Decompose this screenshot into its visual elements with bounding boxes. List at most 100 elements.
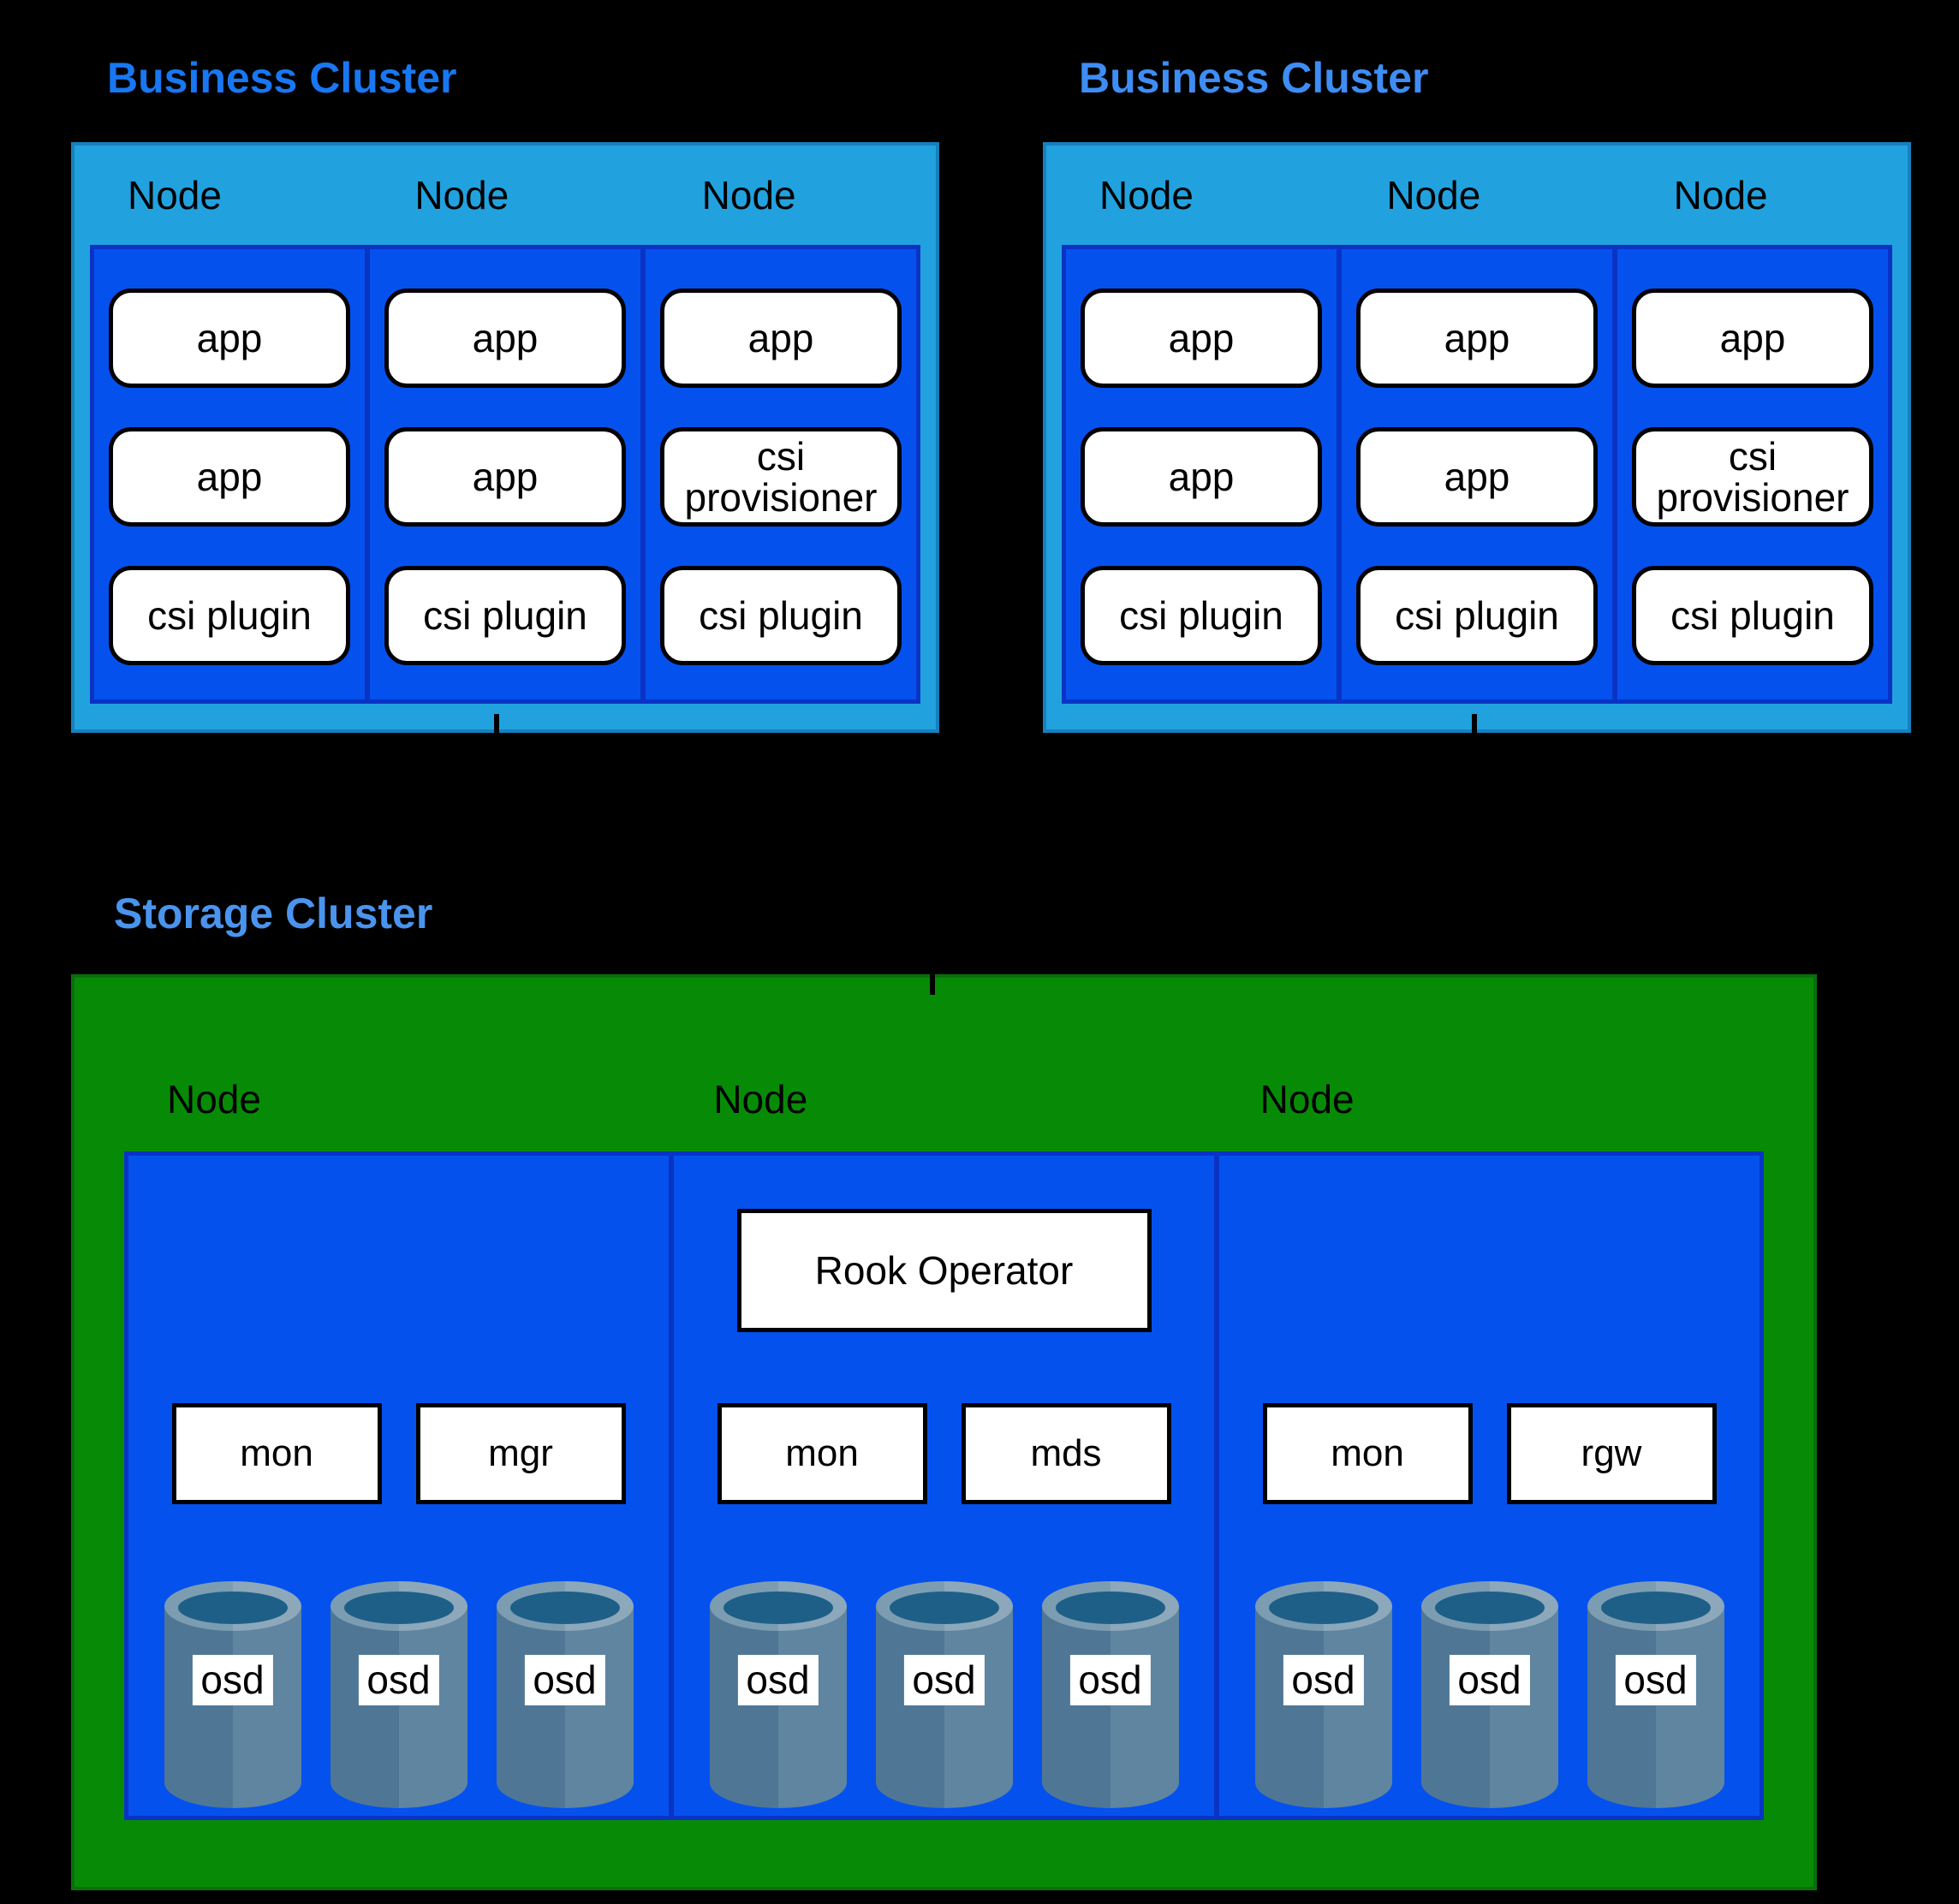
node-column: app csi provisioner csi plugin [1617, 249, 1888, 699]
node-header: Node [701, 173, 796, 217]
pod-box: csi plugin [1081, 566, 1322, 665]
cylinder-body [330, 1605, 467, 1808]
pod-box: app [660, 289, 902, 388]
pod-box: app [1081, 289, 1322, 388]
cylinder-body [496, 1605, 634, 1808]
pod-box: csi plugin [109, 566, 350, 665]
node-column: app app csi plugin [370, 249, 640, 699]
service-box: mon [1262, 1403, 1473, 1504]
cylinder-body [1587, 1605, 1724, 1808]
node-column: app app csi plugin [1066, 249, 1337, 699]
pod-box: csi plugin [660, 566, 902, 665]
storage-node-header-row: Node Node Node [124, 1075, 1764, 1123]
node-header: Node [713, 1077, 808, 1122]
node-header: Node [414, 173, 509, 217]
storage-cluster: Node Node Node mon mgr osd osd [71, 974, 1817, 1890]
business-cluster-1: Node Node Node app app csi plugin app ap… [71, 142, 939, 733]
osd-cylinder-icon: osd [1587, 1581, 1724, 1808]
service-row: mon mds [674, 1403, 1214, 1504]
cylinder-opening [343, 1592, 454, 1624]
node-header: Node [1259, 1077, 1355, 1122]
osd-label: osd [737, 1655, 819, 1705]
business-cluster-1-title: Business Cluster [107, 54, 457, 102]
service-box: mgr [415, 1403, 626, 1504]
pod-box: app [1632, 289, 1873, 388]
pod-box: csi provisioner [660, 427, 902, 527]
connector-stub [1472, 714, 1477, 738]
cylinder-body [1420, 1605, 1558, 1808]
osd-label: osd [1283, 1655, 1364, 1705]
node-header: Node [128, 173, 222, 217]
node-header-row: Node Node Node [74, 146, 936, 245]
osd-label: osd [1449, 1655, 1530, 1705]
osd-label: osd [1069, 1655, 1151, 1705]
osd-cylinder-icon: osd [1041, 1581, 1179, 1808]
osd-label: osd [358, 1655, 439, 1705]
rook-operator-box: Rook Operator [736, 1209, 1152, 1332]
cylinder-opening [889, 1592, 999, 1624]
service-box: rgw [1506, 1403, 1717, 1504]
cylinder-opening [723, 1592, 833, 1624]
osd-cylinder-icon: osd [875, 1581, 1013, 1808]
cylinder-body [164, 1605, 301, 1808]
cylinder-opening [1600, 1592, 1711, 1624]
osd-cylinder-icon: osd [709, 1581, 847, 1808]
osd-cylinder-icon: osd [496, 1581, 634, 1808]
node-header: Node [1673, 173, 1768, 217]
osd-row: osd osd osd [128, 1581, 669, 1808]
osd-cylinder-icon: osd [330, 1581, 467, 1808]
osd-cylinder-icon: osd [1254, 1581, 1392, 1808]
cylinder-body [709, 1605, 847, 1808]
osd-row: osd osd osd [674, 1581, 1214, 1808]
osd-cylinder-icon: osd [1420, 1581, 1558, 1808]
node-header: Node [1386, 173, 1481, 217]
pod-box: app [384, 289, 626, 388]
service-box: mds [961, 1403, 1171, 1504]
node-header: Node [1099, 173, 1194, 217]
node-panel-row: app app csi plugin app app csi plugin ap… [1062, 245, 1892, 704]
cylinder-opening [1055, 1592, 1165, 1624]
pod-box: app [1356, 289, 1598, 388]
pod-box: app [109, 427, 350, 527]
cylinder-opening [1268, 1592, 1378, 1624]
pod-box: csi plugin [1632, 566, 1873, 665]
cylinder-opening [1434, 1592, 1545, 1624]
osd-label: osd [1615, 1655, 1696, 1705]
osd-label: osd [192, 1655, 273, 1705]
cylinder-body [875, 1605, 1013, 1808]
storage-node-column: mon rgw osd osd [1219, 1156, 1760, 1816]
pod-box: csi plugin [1356, 566, 1598, 665]
node-column: app app csi plugin [1342, 249, 1612, 699]
connector-stub [494, 714, 499, 738]
storage-cluster-title: Storage Cluster [114, 890, 433, 937]
business-cluster-2: Node Node Node app app csi plugin app ap… [1043, 142, 1911, 733]
storage-node-column: mon mgr osd osd [128, 1156, 669, 1816]
cylinder-opening [509, 1592, 620, 1624]
cylinder-body [1254, 1605, 1392, 1808]
pod-box: app [384, 427, 626, 527]
node-column: app app csi plugin [94, 249, 365, 699]
pod-box: app [109, 289, 350, 388]
storage-node-column: Rook Operator mon mds osd osd [674, 1156, 1214, 1816]
pod-box: csi plugin [384, 566, 626, 665]
node-header-row: Node Node Node [1046, 146, 1908, 245]
connector-stub [930, 971, 935, 995]
pod-box: csi provisioner [1632, 427, 1873, 527]
service-box: mon [717, 1403, 927, 1504]
cylinder-body [1041, 1605, 1179, 1808]
osd-label: osd [903, 1655, 985, 1705]
storage-panel-row: mon mgr osd osd [124, 1151, 1764, 1820]
service-box: mon [171, 1403, 382, 1504]
service-row: mon mgr [128, 1403, 669, 1504]
osd-cylinder-icon: osd [164, 1581, 301, 1808]
service-row: mon rgw [1219, 1403, 1760, 1504]
osd-label: osd [524, 1655, 605, 1705]
pod-box: app [1081, 427, 1322, 527]
pod-box: app [1356, 427, 1598, 527]
node-column: app csi provisioner csi plugin [646, 249, 916, 699]
cylinder-opening [177, 1592, 288, 1624]
business-cluster-2-title: Business Cluster [1079, 54, 1429, 102]
osd-row: osd osd osd [1219, 1581, 1760, 1808]
node-header: Node [167, 1077, 261, 1122]
node-panel-row: app app csi plugin app app csi plugin ap… [90, 245, 920, 704]
